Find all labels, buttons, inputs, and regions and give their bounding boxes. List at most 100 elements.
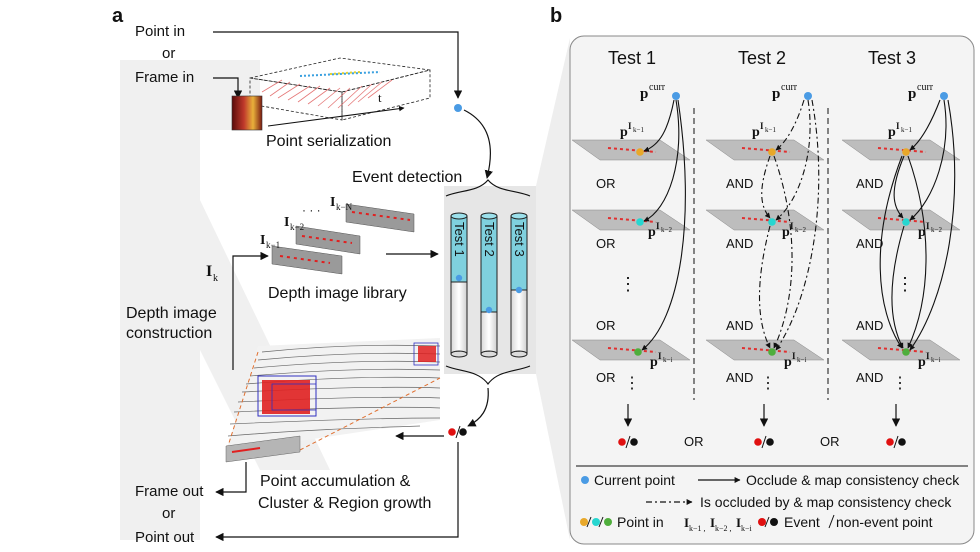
point-k-1-col1 bbox=[636, 148, 644, 156]
panel-b-label: b bbox=[550, 5, 562, 27]
svg-text:..: .. bbox=[486, 347, 490, 354]
arrow-col1-k-i bbox=[641, 99, 686, 351]
depth-image-thumbnail bbox=[231, 95, 263, 131]
pcurr-1: p bbox=[640, 86, 648, 102]
slab-2-2 bbox=[705, 209, 825, 231]
slab-2-3 bbox=[705, 339, 825, 361]
p-k-1-col3: p bbox=[888, 125, 896, 140]
event-point-col2 bbox=[754, 435, 774, 449]
accumulation-line1: Point accumulation & bbox=[260, 473, 411, 490]
op-col3-1: AND bbox=[856, 176, 883, 191]
event-point-col3 bbox=[886, 435, 906, 449]
arrow-col3-c bbox=[909, 99, 956, 351]
legend-dot-orange bbox=[580, 518, 588, 526]
legend-frame-3: I bbox=[736, 515, 741, 530]
time-axis-label: t bbox=[378, 90, 382, 105]
input-frame-in: Frame in bbox=[135, 69, 194, 86]
p-k-2-col1-sup: I bbox=[656, 221, 660, 231]
p-k-2-col1: p bbox=[648, 225, 656, 240]
arrow-frame-out bbox=[215, 462, 247, 497]
p-k-i-col3: p bbox=[918, 355, 926, 370]
legend-event: Event bbox=[784, 514, 820, 530]
p-k-1-col2-sub: k−1 bbox=[765, 126, 776, 134]
p-k-i-col3-sub: k−i bbox=[931, 356, 940, 364]
arrow-point-out bbox=[215, 442, 459, 542]
p-k-1-col1: p bbox=[620, 125, 628, 140]
p-k-1-col2: p bbox=[752, 125, 760, 140]
event-nonevent-point-a bbox=[448, 425, 467, 439]
col-title-test-3: Test 3 bbox=[868, 48, 916, 68]
pcurr-3: p bbox=[908, 86, 916, 102]
p-k-1-col3-sub: k−1 bbox=[901, 126, 912, 134]
dots-col1: ⋮ bbox=[619, 274, 637, 294]
p-k-i-col1: p bbox=[650, 355, 658, 370]
slab-3-3 bbox=[841, 339, 961, 361]
arrow-col3-g bbox=[879, 155, 903, 349]
legend-occluded-by: Is occluded by & map consistency check bbox=[700, 494, 952, 510]
slab-2-1 bbox=[705, 139, 825, 161]
legend-nonevent: non-event point bbox=[836, 514, 933, 530]
panel-a: a Point in or Frame in bbox=[112, 5, 536, 546]
p-k-2-col3-sub: k−2 bbox=[931, 226, 942, 234]
legend-frame-1: I bbox=[684, 515, 689, 530]
event-detection-label: Event detection bbox=[352, 169, 462, 186]
ik-sub: k bbox=[213, 273, 218, 284]
p-k-i-col1-sub: k−i bbox=[663, 356, 672, 364]
dashdot-col2-b bbox=[775, 99, 811, 221]
point-k-1-col2 bbox=[768, 148, 776, 156]
op-col1-1: OR bbox=[596, 176, 616, 191]
current-point-a bbox=[454, 104, 462, 112]
pcurr-point-2 bbox=[804, 92, 812, 100]
pcurr-sup-2: curr bbox=[781, 82, 798, 93]
output-or: or bbox=[162, 505, 175, 522]
arrow-col3-a bbox=[909, 99, 941, 151]
p-k-1-col1-sup: I bbox=[628, 121, 632, 131]
accumulation-line2: Cluster & Region growth bbox=[258, 495, 431, 512]
test-cylinder-2: .. bbox=[480, 212, 498, 358]
legend-frame-2-sub: k−2 , bbox=[715, 524, 732, 533]
op-col2-2: AND bbox=[726, 236, 753, 251]
legend-event-black bbox=[770, 518, 778, 526]
dashdot-col2-e bbox=[758, 225, 771, 349]
op-col1-3: OR bbox=[596, 318, 616, 333]
slab-1-1 bbox=[571, 139, 691, 161]
frame-label-k-n: I bbox=[330, 195, 335, 210]
dots-col3: ⋮ bbox=[896, 274, 914, 294]
column-test-2: p curr p I k−1 p I k−2 p bbox=[705, 82, 825, 449]
test-2-label: Test 2 bbox=[482, 222, 497, 257]
test-3-label: Test 3 bbox=[512, 222, 527, 257]
slab-1-2 bbox=[571, 209, 691, 231]
legend-frame-1-sub: k−1 , bbox=[689, 524, 706, 533]
zoom-connector bbox=[536, 38, 570, 540]
ik-label: I bbox=[206, 263, 212, 280]
frame-sub-k-1: k−1 bbox=[266, 240, 280, 250]
legend-frame-2: I bbox=[710, 515, 715, 530]
dots-col1-low: ⋮ bbox=[624, 375, 640, 392]
pcurr-sup-1: curr bbox=[649, 82, 666, 93]
point-k-2-col2 bbox=[768, 218, 776, 226]
op-col3-2: AND bbox=[856, 236, 883, 251]
column-test-1: p curr p I k−1 p I k−2 p I k−i OR OR ⋮ O… bbox=[571, 82, 691, 449]
point-k-i-col2 bbox=[768, 348, 776, 356]
point-k-2-col1 bbox=[636, 218, 644, 226]
point-k-2-col3 bbox=[902, 218, 910, 226]
arrow-col1-k-2 bbox=[643, 99, 680, 222]
depth-construction-line2: construction bbox=[126, 325, 212, 342]
serialization-label: Point serialization bbox=[266, 133, 391, 150]
legend-current-point-dot bbox=[581, 476, 589, 484]
arrow-col3-d bbox=[893, 155, 905, 219]
op-col3-4: AND bbox=[856, 370, 883, 385]
op-col2-3: AND bbox=[726, 318, 753, 333]
event-point-col1 bbox=[618, 435, 638, 449]
p-k-i-col1-sup: I bbox=[658, 351, 662, 361]
p-k-i-col2-sup: I bbox=[792, 351, 796, 361]
p-k-i-col3-sup: I bbox=[926, 351, 930, 361]
dashdot-col2-d bbox=[761, 155, 771, 219]
arrow-frame-in bbox=[213, 77, 243, 99]
p-k-i-col2: p bbox=[784, 355, 792, 370]
depth-frame-k-1 bbox=[271, 245, 343, 275]
input-point-in: Point in bbox=[135, 23, 185, 40]
between-or-2: OR bbox=[820, 434, 840, 449]
p-k-i-col2-sub: k−i bbox=[797, 356, 806, 364]
